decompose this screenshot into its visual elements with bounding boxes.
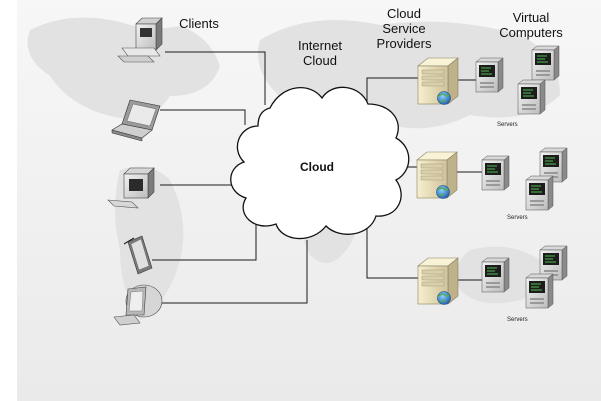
- cloud-center-label: Cloud: [300, 160, 334, 174]
- line-imac-to-cloud: [160, 240, 308, 304]
- servers-label-2: Servers: [507, 215, 528, 221]
- virtual-computer-icon: [525, 175, 554, 211]
- virtual-computer-icon: [525, 273, 554, 309]
- laptop-icon: [111, 99, 161, 142]
- line-laptop-to-cloud: [160, 109, 246, 125]
- virtual-computer-icon: [475, 57, 504, 93]
- internet-cloud-shape: [230, 86, 410, 240]
- imac-icon: [113, 284, 163, 326]
- servers-label-1: Servers: [497, 122, 518, 128]
- cloud-service-providers-label: Cloud Service Providers: [376, 6, 432, 51]
- provider-server-icon-1: [417, 57, 459, 106]
- internet-cloud-label: Internet Cloud: [297, 38, 343, 68]
- line-tablet-to-cloud: [152, 222, 257, 261]
- virtual-computer-icon: [531, 45, 560, 81]
- virtual-computer-icon: [517, 79, 546, 115]
- virtual-computer-icon: [481, 155, 510, 191]
- mini-pc-icon: [107, 167, 155, 209]
- clients-label: Clients: [179, 16, 219, 31]
- virtual-computer-icon: [481, 257, 510, 293]
- line-desktop-to-cloud: [165, 51, 266, 105]
- line-cloud-to-provider-3: [366, 222, 420, 279]
- servers-label-3: Servers: [507, 317, 528, 323]
- provider-server-icon-2: [416, 151, 458, 200]
- virtual-computers-label: Virtual Computers: [499, 10, 563, 40]
- tablet-icon: [123, 235, 153, 275]
- desktop-computer-icon: [117, 17, 163, 63]
- provider-server-icon-3: [417, 257, 459, 306]
